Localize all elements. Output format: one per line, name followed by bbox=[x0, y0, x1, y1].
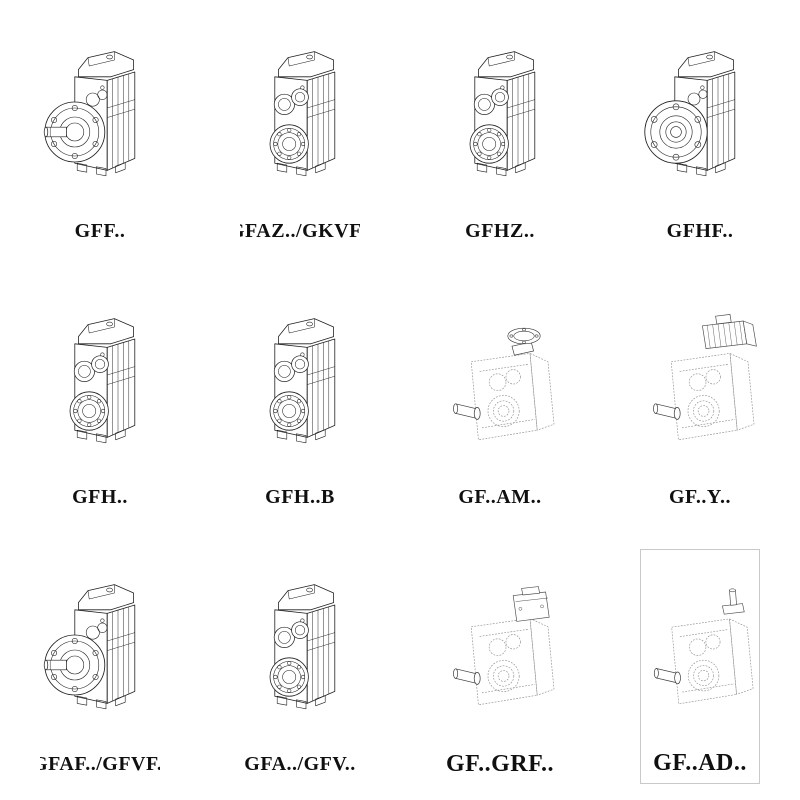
model-label: GFAZ../GKVF.. bbox=[240, 219, 360, 242]
gearbox-input-shaft-adapter-drawing bbox=[641, 550, 759, 748]
model-label: GF..GRF.. bbox=[445, 750, 555, 777]
catalog-cell-gfhf: GFHF.. bbox=[640, 16, 760, 251]
gearbox-motor-adapter-flange-drawing bbox=[440, 283, 560, 485]
gearbox-with-motor-drawing bbox=[640, 283, 760, 485]
gearbox-adapter-box-drawing bbox=[440, 549, 560, 749]
gearbox-flange-shaft-drawing bbox=[40, 549, 160, 751]
catalog-cell-gfh-b: GFH..B bbox=[240, 283, 360, 518]
catalog-cell-gf-y: GF..Y.. bbox=[640, 283, 760, 518]
catalog-cell-gfaz-gkvf: GFAZ../GKVF.. bbox=[240, 16, 360, 251]
catalog-cell-gfa-gfv: GFA../GFV.. bbox=[240, 549, 360, 784]
gearbox-flange-shaft-drawing bbox=[40, 16, 160, 218]
catalog-cell-gfhz: GFHZ.. bbox=[440, 16, 560, 251]
model-label: GFH..B bbox=[265, 486, 335, 509]
model-label: GF..Y.. bbox=[668, 486, 732, 509]
catalog-cell-gff: GFF.. bbox=[40, 16, 160, 251]
catalog-cell-gf-am: GF..AM.. bbox=[440, 283, 560, 518]
gearbox-hollow-bore-drawing bbox=[240, 549, 360, 751]
catalog-cell-gf-ad: GF..AD.. bbox=[640, 549, 760, 784]
gearbox-hollow-bore-drawing bbox=[240, 16, 360, 218]
model-label: GF..AM.. bbox=[458, 486, 542, 509]
gearbox-hollow-bore-drawing bbox=[240, 283, 360, 485]
catalog-cell-gf-grf: GF..GRF.. bbox=[440, 549, 560, 784]
model-label: GFAF../GFVF.. bbox=[40, 752, 160, 775]
gearbox-flange-face-drawing bbox=[640, 16, 760, 218]
gearbox-hollow-bore-drawing bbox=[440, 16, 560, 218]
model-label: GFH.. bbox=[72, 486, 128, 509]
gearbox-hollow-bore-drawing bbox=[40, 283, 160, 485]
model-label: GFHF.. bbox=[666, 219, 734, 242]
model-label: GFF.. bbox=[74, 219, 126, 242]
model-label: GFA../GFV.. bbox=[244, 752, 356, 775]
model-label: GF..AD.. bbox=[653, 749, 747, 776]
catalog-cell-gfh: GFH.. bbox=[40, 283, 160, 518]
model-label: GFHZ.. bbox=[465, 219, 535, 242]
catalog-cell-gfaf-gfvf: GFAF../GFVF.. bbox=[40, 549, 160, 784]
